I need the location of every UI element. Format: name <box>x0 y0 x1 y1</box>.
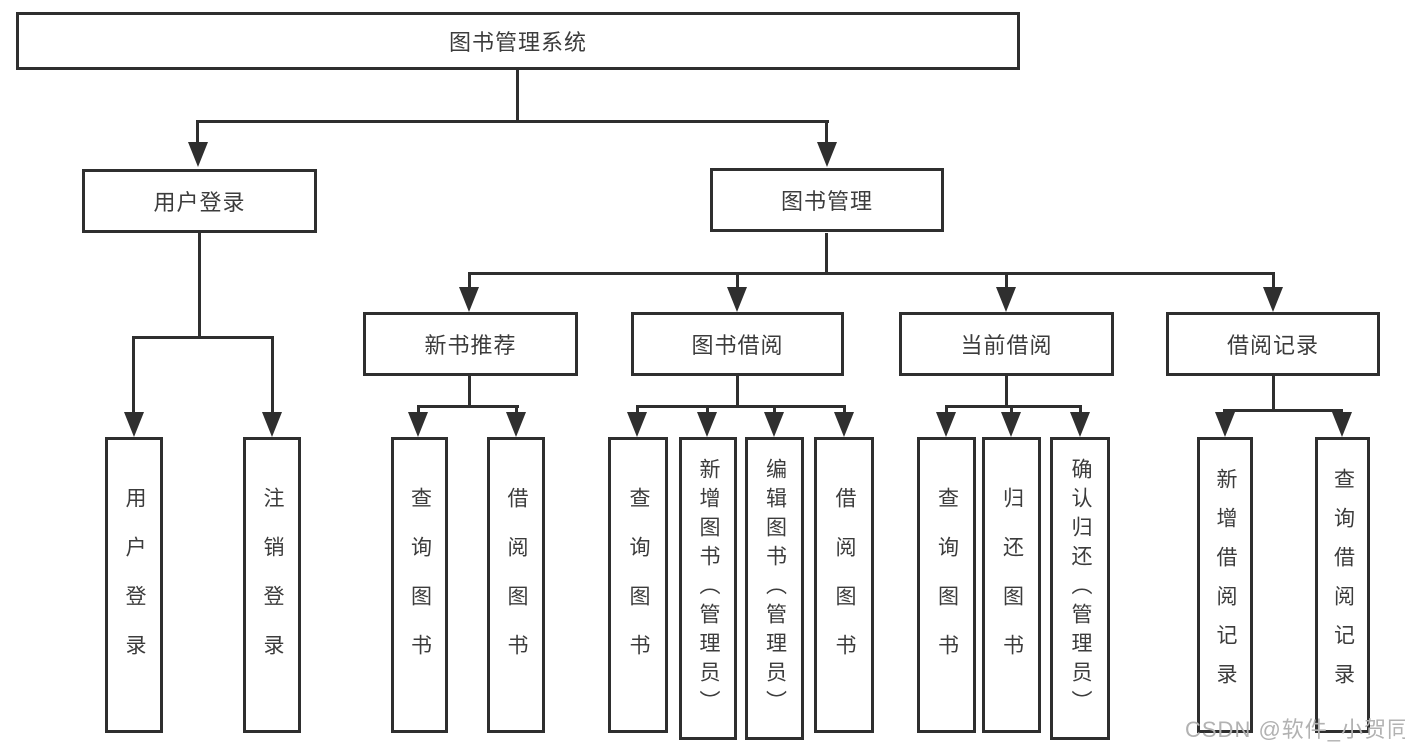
node-book-borrow: 图书借阅 <box>631 312 844 376</box>
leaf-borrow-book: 借阅图书 <box>814 437 874 733</box>
connector-newbook-arm <box>417 405 420 414</box>
node-user-login: 用户登录 <box>82 169 317 233</box>
leaf-query-book-recommend-label: 查询图书 <box>408 487 432 683</box>
connector-userlogin-arm-right <box>271 336 274 412</box>
connector-borrow-arm <box>706 405 709 414</box>
leaf-confirm-return-admin-label: 确认归还（管理员） <box>1069 458 1092 719</box>
connector-userlogin-split <box>132 336 274 339</box>
leaf-add-book-admin: 新增图书（管理员） <box>679 437 737 740</box>
arrow-down-icon <box>262 412 282 437</box>
arrow-down-icon <box>188 142 208 167</box>
connector-current-arm <box>1079 405 1082 414</box>
connector-current-split <box>945 405 1082 408</box>
connector-borrow-stem <box>736 376 739 407</box>
leaf-edit-book-admin-label: 编辑图书（管理员） <box>763 458 787 719</box>
connector-newbook-arm <box>515 405 518 414</box>
node-root-label: 图书管理系统 <box>448 30 587 55</box>
connector-l3-arm <box>1005 272 1008 288</box>
connector-borrow-arm <box>843 405 846 414</box>
connector-l3-arm <box>468 272 471 288</box>
arrow-down-icon <box>1215 412 1235 437</box>
node-borrow-records: 借阅记录 <box>1166 312 1380 376</box>
arrow-down-icon <box>1332 412 1352 437</box>
arrow-down-icon <box>1070 412 1090 437</box>
leaf-borrow-book-recommend: 借阅图书 <box>487 437 545 733</box>
arrow-down-icon <box>124 412 144 437</box>
connector-newbook-stem <box>468 376 471 407</box>
arrow-down-icon <box>996 287 1016 312</box>
arrow-down-icon <box>764 412 784 437</box>
node-user-login-label: 用户登录 <box>153 190 246 215</box>
connector-l3-split <box>468 272 1275 275</box>
connector-records-split <box>1223 409 1343 412</box>
node-book-borrow-label: 图书借阅 <box>691 333 784 358</box>
arrow-down-icon <box>506 412 526 437</box>
leaf-return-book-label: 归还图书 <box>1000 487 1024 683</box>
leaf-borrow-book-label: 借阅图书 <box>833 487 856 683</box>
arrow-down-icon <box>834 412 854 437</box>
connector-l3-arm <box>736 272 739 288</box>
arrow-down-icon <box>936 412 956 437</box>
arrow-down-icon <box>408 412 428 437</box>
arrow-down-icon <box>817 142 837 167</box>
leaf-edit-book-admin: 编辑图书（管理员） <box>745 437 804 740</box>
leaf-borrow-book-recommend-label: 借阅图书 <box>505 487 528 683</box>
arrow-down-icon <box>627 412 647 437</box>
leaf-query-borrow-record: 查询借阅记录 <box>1315 437 1370 733</box>
node-book-management: 图书管理 <box>710 168 944 232</box>
connector-l2-arm-right <box>825 120 828 144</box>
node-root: 图书管理系统 <box>16 12 1020 70</box>
node-borrow-records-label: 借阅记录 <box>1226 333 1319 358</box>
leaf-query-book-recommend: 查询图书 <box>391 437 448 733</box>
connector-current-arm <box>945 405 948 414</box>
leaf-query-book-borrow-label: 查询图书 <box>627 487 650 683</box>
leaf-user-login: 用户登录 <box>105 437 163 733</box>
connector-l2-arm-left <box>196 120 199 144</box>
connector-bookmgmt-stem <box>825 233 828 274</box>
leaf-return-book: 归还图书 <box>982 437 1041 733</box>
connector-userlogin-stem <box>198 233 201 338</box>
leaf-logout: 注销登录 <box>243 437 301 733</box>
leaf-add-borrow-record: 新增借阅记录 <box>1197 437 1253 733</box>
connector-l2-split <box>196 120 829 123</box>
node-current-borrow: 当前借阅 <box>899 312 1114 376</box>
node-current-borrow-label: 当前借阅 <box>960 333 1053 358</box>
arrow-down-icon <box>1263 287 1283 312</box>
connector-root-stem <box>516 70 519 122</box>
connector-newbook-split <box>417 405 519 408</box>
connector-current-stem <box>1005 376 1008 407</box>
connector-userlogin-arm-left <box>132 336 135 412</box>
leaf-user-login-label: 用户登录 <box>123 487 146 683</box>
leaf-logout-label: 注销登录 <box>261 487 284 683</box>
arrow-down-icon <box>697 412 717 437</box>
leaf-query-borrow-record-label: 查询借阅记录 <box>1331 468 1355 702</box>
leaf-add-borrow-record-label: 新增借阅记录 <box>1214 468 1237 702</box>
connector-borrow-arm <box>636 405 639 414</box>
arrow-down-icon <box>727 287 747 312</box>
node-new-book-recommend-label: 新书推荐 <box>424 333 517 358</box>
leaf-confirm-return-admin: 确认归还（管理员） <box>1050 437 1110 740</box>
connector-borrow-arm <box>773 405 776 414</box>
node-new-book-recommend: 新书推荐 <box>363 312 578 376</box>
leaf-add-book-admin-label: 新增图书（管理员） <box>697 458 720 719</box>
arrow-down-icon <box>459 287 479 312</box>
node-book-management-label: 图书管理 <box>780 189 873 214</box>
connector-records-stem <box>1272 376 1275 411</box>
leaf-query-book-current: 查询图书 <box>917 437 976 733</box>
connector-current-arm <box>1010 405 1013 414</box>
leaf-query-book-current-label: 查询图书 <box>935 487 959 683</box>
connector-l3-arm <box>1272 272 1275 288</box>
watermark: CSDN @软件_小贺同学 <box>1185 717 1405 742</box>
leaf-query-book-borrow: 查询图书 <box>608 437 668 733</box>
arrow-down-icon <box>1001 412 1021 437</box>
connector-borrow-split <box>636 405 846 408</box>
